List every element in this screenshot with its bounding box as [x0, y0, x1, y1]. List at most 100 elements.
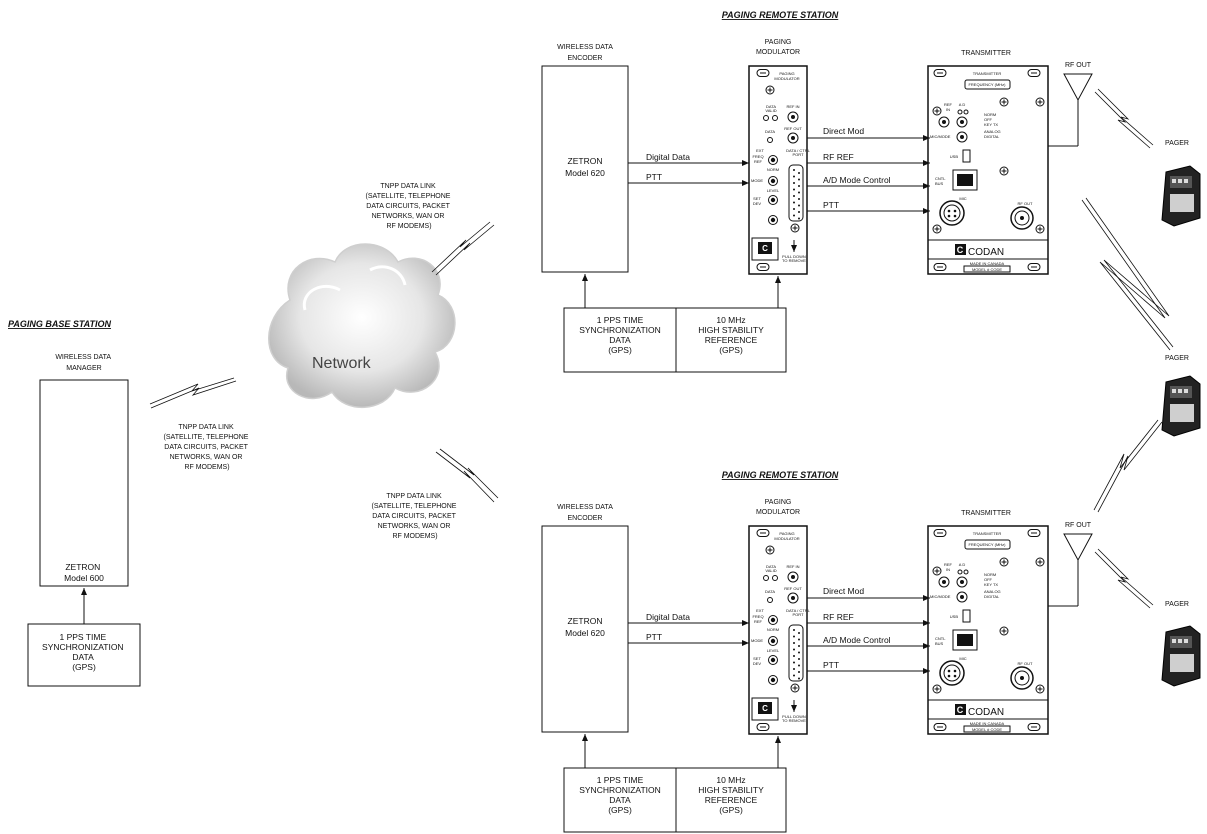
pager-label-3: PAGER	[1165, 601, 1189, 608]
screw-icon	[756, 263, 770, 271]
dev-knob	[768, 215, 778, 225]
ref-in-label: REF IN	[786, 564, 799, 569]
ref-out-label: REF OUT	[784, 586, 802, 591]
wdm-label-line: MANAGER	[66, 365, 101, 372]
rf-ref-label: RF REF	[823, 612, 854, 622]
tx-panel-title: TRANSMITTER	[973, 531, 1002, 536]
pager-lightning-icon	[1094, 91, 1151, 149]
screw-icon	[1027, 263, 1041, 271]
screw-icon	[765, 85, 775, 95]
data-label: DATA	[765, 589, 775, 594]
screw-icon	[1035, 684, 1045, 694]
ad-mode-label: A/D Mode Control	[823, 175, 891, 185]
remote-station-title: PAGING REMOTE STATION	[722, 470, 839, 480]
frequency-label: FREQUENCY (MHz)	[968, 542, 1006, 547]
ext-label: EXT	[756, 608, 764, 613]
paging-modulator-panel: C	[748, 65, 808, 275]
ptt-label-enc: PTT	[646, 632, 662, 642]
screw-icon	[1027, 723, 1041, 731]
dev-knob	[768, 675, 778, 685]
codan-label: CODAN	[968, 707, 1004, 718]
antenna-icon	[1063, 533, 1093, 562]
ptt-label-enc: PTT	[646, 172, 662, 182]
screw-icon	[756, 529, 770, 537]
transmitter-panel: C	[927, 65, 1049, 275]
freq-ref-knob	[768, 155, 778, 165]
transmitter-panel: C	[927, 525, 1049, 735]
zetron-600-label: ZETRON Model 600	[64, 562, 104, 583]
usb-port-icon[interactable]	[962, 609, 971, 623]
pager-icon	[1161, 165, 1201, 227]
base-lightning-icon	[149, 377, 235, 405]
network-label: Network	[312, 355, 372, 372]
screw-icon	[999, 97, 1009, 107]
usb-label: USB	[950, 154, 959, 159]
pager-link-top-icon	[1081, 199, 1171, 351]
screw-icon	[933, 263, 947, 271]
tnpp-label-upper: TNPP DATA LINK (SATELLITE, TELEPHONE DAT…	[366, 183, 453, 230]
network-cloud-icon	[268, 243, 456, 408]
screw-icon	[999, 626, 1009, 636]
pager-link-bottom-icon	[1093, 419, 1159, 511]
zetron-620-box	[541, 525, 629, 733]
paging-modulator-panel: C	[748, 525, 808, 735]
gps-1pps-label-base: 1 PPS TIME SYNCHRONIZATION DATA (GPS)	[42, 632, 126, 672]
ext-label: EXT	[756, 148, 764, 153]
upper-lightning-icon	[431, 221, 491, 273]
level-label: LEVEL	[767, 188, 780, 193]
ptt-label-tx: PTT	[823, 200, 839, 210]
gps-1pps-box	[563, 767, 677, 833]
svg-text:C: C	[762, 704, 768, 713]
model-label: MODEL # CODE	[972, 267, 1002, 272]
transmitter-label: TRANSMITTER	[961, 510, 1011, 517]
wdm-label: WIRELESS DATA MANAGER	[55, 354, 112, 372]
mic-label: MIC	[959, 656, 966, 661]
ref-out-label: REF OUT	[784, 126, 802, 131]
made-in-label: MADE IN CANADA	[970, 721, 1005, 726]
codan-logo-icon	[955, 244, 966, 255]
made-in-label: MADE IN CANADA	[970, 261, 1005, 266]
tnpp-label-lower: TNPP DATA LINK (SATELLITE, TELEPHONE DAT…	[372, 493, 459, 540]
remote-station-title: PAGING REMOTE STATION	[722, 10, 839, 20]
mode-label: MODE	[751, 638, 763, 643]
usb-port-icon[interactable]	[962, 149, 971, 163]
level-knob	[768, 195, 778, 205]
ad-label: A D	[959, 102, 966, 107]
screw-icon	[756, 69, 770, 77]
direct-mod-label: Direct Mod	[823, 126, 864, 136]
norm-label: NORM	[767, 627, 779, 632]
svg-text:C: C	[957, 245, 964, 255]
lower-lightning-icon	[435, 451, 495, 503]
rf-out-label: RF OUT	[1065, 62, 1092, 69]
ref-10mhz-box	[675, 307, 787, 373]
transmitter-label: TRANSMITTER	[961, 50, 1011, 57]
tx-panel-title: TRANSMITTER	[973, 71, 1002, 76]
level-label: LEVEL	[767, 648, 780, 653]
pager-label-1: PAGER	[1165, 140, 1189, 147]
screw-icon	[932, 566, 942, 576]
ref-in-label: REF IN	[786, 104, 799, 109]
codan-logo-icon	[955, 704, 966, 715]
screw-icon	[933, 529, 947, 537]
mic-mode-label: MIC/MODE	[930, 134, 951, 139]
rf-out-label: RF OUT	[1065, 522, 1092, 529]
